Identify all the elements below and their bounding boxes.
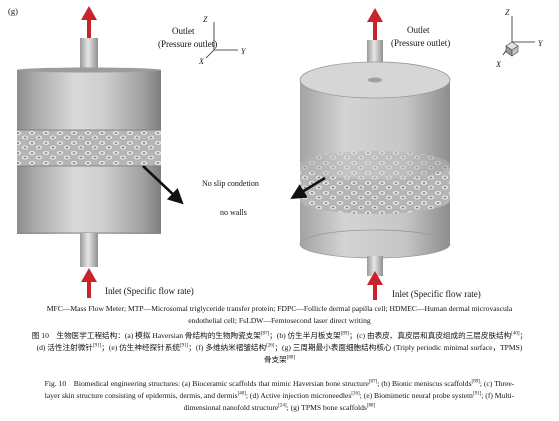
abbreviation-note: MFC—Mass Flow Meter; MTP—Microsomal trig… bbox=[4, 303, 555, 327]
left-outlet-sublabel: (Pressure outlet) bbox=[158, 39, 217, 49]
right-scaffold-band bbox=[300, 165, 450, 214]
left-outlet-label: Outlet bbox=[172, 26, 195, 36]
figure-svg: (g) Outlet (Pressure outlet) Inlet (Spec… bbox=[8, 6, 544, 300]
caption-zh-text: ；(e) 仿生神经探针系统 bbox=[101, 343, 180, 352]
right-flow-model bbox=[290, 8, 451, 300]
figure-panel-g: (g) Outlet (Pressure outlet) Inlet (Spec… bbox=[8, 6, 544, 300]
right-outlet-sublabel: (Pressure outlet) bbox=[391, 38, 450, 48]
caption-en-text: ; (d) Active injection microneedles bbox=[245, 391, 352, 400]
left-outlet-pipe bbox=[80, 38, 98, 72]
left-annotation-arrow bbox=[142, 165, 184, 205]
caption-en-text: ; (c) Three- bbox=[479, 379, 515, 388]
caption-english: Fig. 10 Biomedical engineering structure… bbox=[4, 378, 555, 414]
citation-ref: [26] bbox=[351, 391, 360, 397]
citation-ref: [87] bbox=[260, 331, 270, 337]
caption-en-text: ; (g) TPMS bone scaffolds bbox=[286, 403, 367, 412]
caption-en-line-1: Fig. 10 Biomedical engineering structure… bbox=[4, 378, 555, 390]
left-axis-z-label: Z bbox=[203, 15, 208, 24]
caption-zh-line-2: (d) 活性注射微针[91]；(e) 仿生神经探针系统[91]；(f) 多维纳米… bbox=[4, 342, 555, 354]
caption-en-text: Fig. 10 Biomedical engineering structure… bbox=[44, 379, 369, 388]
caption-zh-text: ；(g) 三周期最小表面细胞结构核心 (Triply periodic mini… bbox=[274, 343, 523, 352]
left-axis-x-label: X bbox=[198, 57, 205, 66]
citation-ref: [40] bbox=[237, 391, 246, 397]
left-inlet-pipe bbox=[80, 233, 98, 267]
caption-zh-text: ；(f) 多维纳米褶皱结构 bbox=[188, 343, 267, 352]
left-scaffold-band bbox=[17, 130, 161, 166]
right-inlet-label: Inlet (Specific flow rate) bbox=[392, 289, 481, 299]
caption-en-line-3: dimensional nanofold structure[24]; (g) … bbox=[4, 402, 555, 414]
right-axis-z-label: Z bbox=[505, 8, 510, 17]
caption-zh-text: ；(c) 由表皮、真皮层和真皮组成的三层皮肤结构 bbox=[349, 331, 512, 340]
citation-ref: [91] bbox=[472, 391, 482, 397]
caption-en-line-2: layer skin structure consisting of epide… bbox=[4, 390, 555, 402]
citation-ref: [26] bbox=[266, 343, 275, 349]
caption-en-text: ; (b) Bionic meniscus scaffolds bbox=[377, 379, 472, 388]
panel-label: (g) bbox=[8, 6, 18, 16]
citation-ref: [87] bbox=[368, 379, 378, 385]
caption-zh-text: ；(b) 仿生半月板支架 bbox=[269, 331, 341, 340]
left-axes-triad bbox=[205, 22, 238, 59]
citation-ref: [89] bbox=[340, 331, 350, 337]
caption-en-text: ; (f) Multi- bbox=[481, 391, 515, 400]
left-axis-y-label: Y bbox=[241, 47, 247, 56]
right-annotation-arrow bbox=[290, 176, 326, 200]
right-axis-y-label: Y bbox=[538, 39, 544, 48]
right-inlet-arrow bbox=[367, 271, 383, 300]
orientation-cube-icon bbox=[505, 41, 519, 57]
abbreviation-line-2: endothelial cell; FsLDW—Femtosecond lase… bbox=[188, 316, 371, 325]
caption-zh-text: 图 10 生物医学工程结构：(a) 模拟 Haversian 骨结构的生物陶瓷支… bbox=[31, 331, 261, 340]
left-inlet-label: Inlet (Specific flow rate) bbox=[105, 286, 194, 296]
right-outlet-label: Outlet bbox=[407, 25, 430, 35]
citation-ref: [88] bbox=[366, 403, 376, 409]
caption-zh-text: 骨支架 bbox=[263, 355, 287, 364]
caption-zh-line-3: 骨支架[88] bbox=[4, 354, 555, 366]
caption-zh-text: (d) 活性注射微针 bbox=[36, 343, 93, 352]
citation-ref: [24] bbox=[278, 403, 287, 409]
abbreviation-line-1: MFC—Mass Flow Meter; MTP—Microsomal trig… bbox=[46, 304, 513, 313]
right-outlet-pipe bbox=[367, 40, 383, 64]
citation-ref: [40] bbox=[511, 331, 520, 337]
caption-chinese: 图 10 生物医学工程结构：(a) 模拟 Haversian 骨结构的生物陶瓷支… bbox=[4, 330, 555, 366]
citation-ref: [91] bbox=[92, 343, 102, 349]
caption-en-text: dimensional nanofold structure bbox=[183, 403, 279, 412]
no-slip-label: No slip condetion bbox=[202, 179, 259, 188]
citation-ref: [89] bbox=[471, 379, 480, 385]
citation-ref: [91] bbox=[179, 343, 189, 349]
left-flow-model bbox=[17, 6, 184, 298]
left-outlet-arrow bbox=[81, 6, 97, 39]
right-axis-x-label: X bbox=[495, 60, 502, 69]
caption-en-text: layer skin structure consisting of epide… bbox=[44, 391, 238, 400]
right-inlet-pipe bbox=[367, 256, 383, 276]
caption-en-text: ; (e) Biomimetic neural probe system bbox=[359, 391, 473, 400]
citation-ref: [88] bbox=[286, 355, 296, 361]
caption-zh-line-1: 图 10 生物医学工程结构：(a) 模拟 Haversian 骨结构的生物陶瓷支… bbox=[31, 331, 528, 340]
left-inlet-arrow bbox=[81, 268, 97, 298]
right-outlet-arrow bbox=[367, 8, 383, 41]
no-walls-label: no walls bbox=[220, 208, 247, 217]
